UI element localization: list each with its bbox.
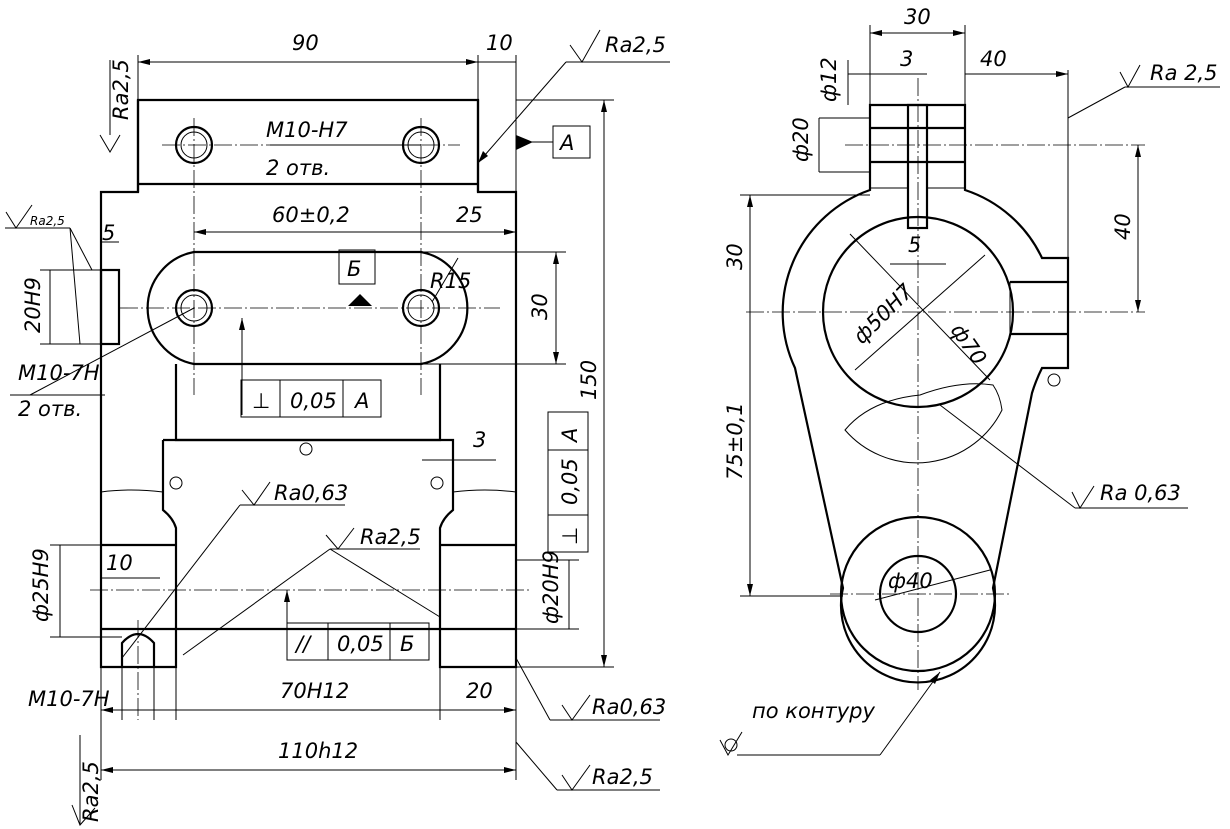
dim-slot-5: 5: [908, 233, 921, 257]
dim-small-bore: ф40: [888, 569, 933, 593]
roughness-side-bore: Ra 0,63: [1100, 481, 1181, 505]
dim-bore-left: ф25H9: [29, 548, 53, 622]
roughness-symbol: [569, 29, 601, 63]
dim-side-top-width: 30: [904, 5, 931, 29]
roughness-bottom-063: Ra0,63: [592, 695, 666, 719]
dim-top-width: 90: [292, 31, 319, 55]
roughness-left-small: Ra2,5: [30, 214, 65, 228]
roughness-bottom-left: Ra2,5: [79, 761, 103, 822]
top-thread: M10-H7: [266, 118, 348, 142]
side-view: [719, 25, 1220, 757]
side-view-labels: 30 3 40 Ra 2,5 5 Ra 0,63 ф40 по контуру …: [723, 5, 1218, 723]
dim-boss-20: ф20: [789, 117, 813, 162]
tol-perp-1-value: 0,05: [290, 389, 337, 413]
dim-overall-width: 110h12: [278, 739, 358, 763]
dim-bore-right: ф20H9: [539, 550, 563, 624]
dim-left-bore: 20H9: [21, 277, 45, 333]
dim-bore-50: ф50H7: [849, 279, 919, 349]
dim-left-5: 5: [102, 221, 115, 245]
lever-outline: [781, 103, 1070, 684]
roughness-bottom-25: Ra2,5: [592, 765, 653, 789]
dim-right-40: 40: [980, 47, 1007, 71]
dim-bottom-right-20: 20: [466, 679, 493, 703]
roughness-top-left: Ra2,5: [109, 59, 133, 120]
front-view-labels: 90 10 M10-H7 2 отв. A Б 60±0,2 25 5 R15 …: [18, 31, 666, 822]
roughness-side-top: Ra 2,5: [1150, 61, 1218, 85]
datum-a: A: [558, 131, 574, 155]
tol-perp-2-datum: A: [558, 428, 582, 444]
contour-note: по контуру: [752, 699, 876, 723]
dim-bottom-left-10: 10: [106, 551, 133, 575]
tol-perp-1-symbol: ⊥: [252, 389, 270, 413]
roughness-center-25: Ra2,5: [360, 525, 421, 549]
tol-perp-2-value: 0,05: [558, 458, 582, 505]
dim-top-step: 10: [486, 31, 513, 55]
dim-bottom-inner: 70H12: [280, 679, 349, 703]
left-thread-count: 2 отв.: [18, 397, 82, 421]
tol-parallel-datum: Б: [400, 632, 414, 656]
dim-slot-width: 3: [900, 47, 913, 71]
dim-slot-height: 30: [528, 293, 552, 320]
datum-b: Б: [347, 257, 361, 281]
dim-right-vertical: 40: [1111, 213, 1135, 240]
bottom-thread: M10-7H: [28, 687, 110, 711]
tol-parallel-symbol: //: [294, 632, 312, 656]
tol-perp-2-symbol: ⊥: [558, 527, 582, 545]
dim-outer-70: ф70: [946, 319, 991, 369]
tol-parallel-value: 0,05: [337, 632, 384, 656]
top-thread-count: 2 отв.: [266, 156, 330, 180]
dim-hole-spacing: 60±0,2: [272, 203, 350, 227]
left-thread: M10-7H: [18, 361, 100, 385]
dim-step-3: 3: [473, 428, 486, 452]
front-view: [5, 29, 670, 826]
roughness-top-right: Ra2,5: [605, 33, 666, 57]
tol-perp-1-datum: A: [353, 389, 369, 413]
dim-upper-30: 30: [723, 243, 747, 270]
dim-slot-radius: R15: [430, 269, 471, 293]
dim-boss-12: ф12: [817, 57, 841, 102]
left-boss: [99, 268, 121, 346]
dim-side-25: 25: [456, 203, 483, 227]
dim-center-distance: 75±0,1: [723, 402, 747, 480]
roughness-center-063: Ra0,63: [274, 481, 348, 505]
dim-overall-height: 150: [577, 360, 601, 400]
